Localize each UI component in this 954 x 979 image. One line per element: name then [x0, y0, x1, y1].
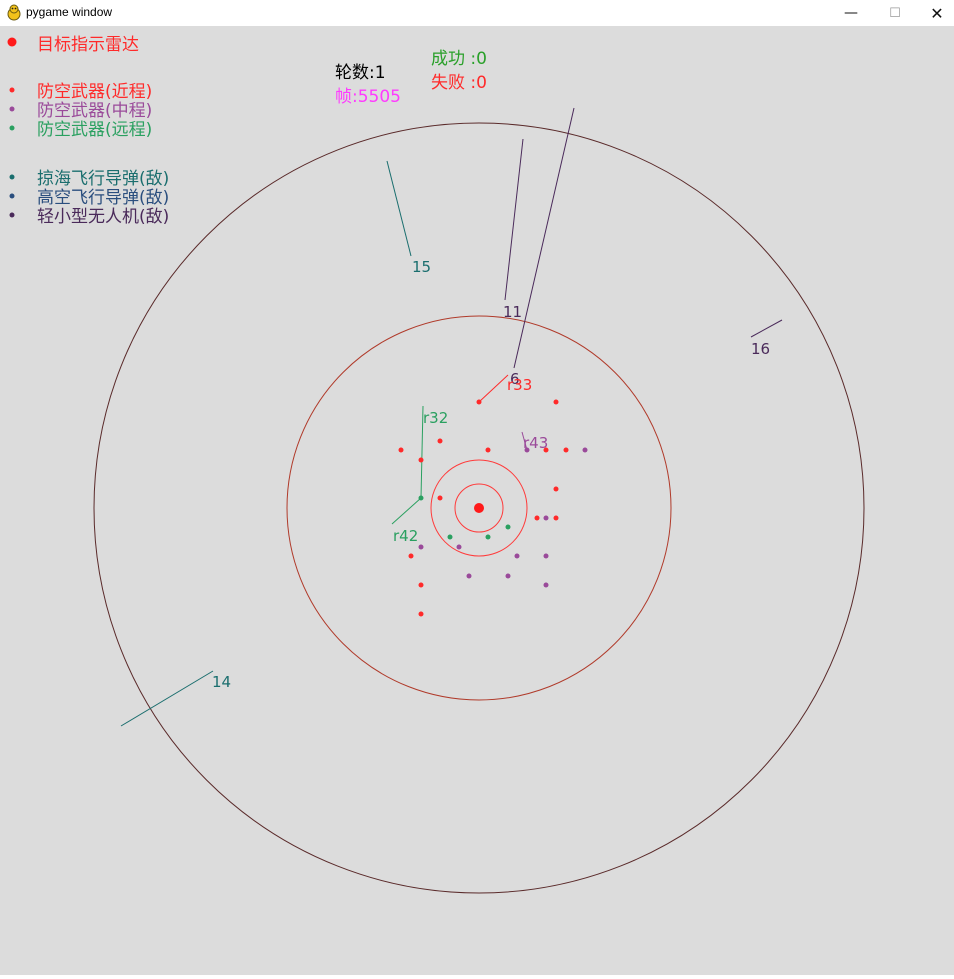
- enemy-6-label: 6: [510, 370, 520, 388]
- close-button[interactable]: ✕: [930, 3, 944, 23]
- pygame-icon: [7, 4, 21, 21]
- weapon-far-legend-label: 防空武器(远程): [37, 120, 152, 140]
- engagement-r43-label: r43: [523, 434, 548, 452]
- weapon-mid-unit: [524, 447, 530, 453]
- frame-counter: 帧:5505: [335, 87, 401, 107]
- enemy-16-label: 16: [751, 340, 770, 358]
- round-counter: 轮数:1: [335, 63, 386, 83]
- enemy-11-trail: [504, 138, 524, 301]
- near-range-weapons: [398, 399, 569, 617]
- weapon-near-unit: [485, 447, 491, 453]
- inner-range-ring: [430, 459, 528, 557]
- weapon-near-unit: [553, 515, 559, 521]
- weapon-near-unit: [553, 486, 559, 492]
- weapon-near-unit: [418, 457, 424, 463]
- window-title: pygame window: [26, 5, 113, 19]
- window-titlebar: pygame window — ☐ ✕: [0, 0, 954, 26]
- weapon-near-unit: [534, 515, 540, 521]
- enemy-6-trail: [513, 107, 575, 369]
- enemy-drone-legend-label: 轻小型无人机(敌): [37, 207, 169, 227]
- engagement-r33-line: [478, 374, 509, 403]
- engagement-r42-label: r42: [393, 527, 418, 545]
- weapon-near-unit: [408, 553, 414, 559]
- weapon-mid-unit: [514, 553, 520, 559]
- weapon-far-legend-dot: [9, 125, 15, 131]
- weapon-near-legend-label: 防空武器(近程): [37, 82, 152, 102]
- engagement-r32-label: r32: [423, 409, 448, 427]
- engagement-r32-line: [420, 405, 424, 499]
- weapon-near-legend-dot: [9, 87, 15, 93]
- radar-center: [474, 503, 484, 513]
- enemy-sea-legend-label: 掠海飞行导弹(敌): [37, 169, 169, 189]
- weapon-mid-unit: [543, 515, 549, 521]
- game-canvas[interactable]: 目标指示雷达 防空武器(近程) 防空武器(中程) 防空武器(远程) 掠海飞行导弹…: [0, 26, 954, 975]
- enemy-14-label: 14: [212, 673, 231, 691]
- weapon-mid-unit: [505, 573, 511, 579]
- enemy-16-trail: [750, 319, 783, 338]
- engagement-r33-label: r33: [507, 376, 532, 394]
- weapon-near-unit: [476, 399, 482, 405]
- enemy-15-trail: [386, 160, 412, 257]
- weapon-mid-unit: [543, 553, 549, 559]
- weapon-near-unit: [418, 611, 424, 617]
- enemy-high-legend-dot: [9, 193, 15, 199]
- enemy-drone-legend-dot: [9, 212, 15, 218]
- engagement-r42-line: [391, 497, 422, 525]
- weapon-mid-unit: [466, 573, 472, 579]
- far-range-weapons: [418, 495, 511, 540]
- weapon-near-unit: [418, 582, 424, 588]
- enemy-15-label: 15: [412, 258, 431, 276]
- weapon-far-unit: [505, 524, 511, 530]
- success-counter: 成功 :0: [431, 49, 487, 69]
- radar-scene: 目标指示雷达 防空武器(近程) 防空武器(中程) 防空武器(远程) 掠海飞行导弹…: [7, 35, 865, 894]
- weapon-near-unit: [437, 495, 443, 501]
- mid-range-ring: [286, 315, 672, 701]
- fail-counter: 失败 :0: [431, 73, 487, 93]
- weapon-far-unit: [418, 495, 424, 501]
- weapon-far-unit: [485, 534, 491, 540]
- weapon-near-unit: [398, 447, 404, 453]
- mid-range-weapons: [418, 447, 588, 588]
- core-range-ring: [454, 483, 504, 533]
- enemy-sea-legend-dot: [9, 174, 15, 180]
- weapon-mid-legend-dot: [9, 106, 15, 112]
- minimize-button[interactable]: —: [844, 5, 858, 21]
- weapon-near-unit: [437, 438, 443, 444]
- weapon-mid-unit: [418, 544, 424, 550]
- maximize-button[interactable]: ☐: [889, 5, 901, 21]
- weapon-mid-legend-label: 防空武器(中程): [37, 101, 152, 121]
- weapon-far-unit: [447, 534, 453, 540]
- weapon-mid-unit: [456, 544, 462, 550]
- engagement-r43-line: [521, 431, 528, 451]
- outer-range-ring: [93, 122, 865, 894]
- enemy-14-trail: [120, 670, 214, 727]
- weapon-mid-unit: [582, 447, 588, 453]
- weapon-near-unit: [563, 447, 569, 453]
- weapon-mid-unit: [543, 582, 549, 588]
- radar-legend-dot: [7, 37, 17, 47]
- enemy-11-label: 11: [503, 303, 522, 321]
- radar-legend-label: 目标指示雷达: [37, 35, 139, 55]
- weapon-near-unit: [553, 399, 559, 405]
- weapon-near-unit: [543, 447, 549, 453]
- enemy-high-legend-label: 高空飞行导弹(敌): [37, 188, 169, 208]
